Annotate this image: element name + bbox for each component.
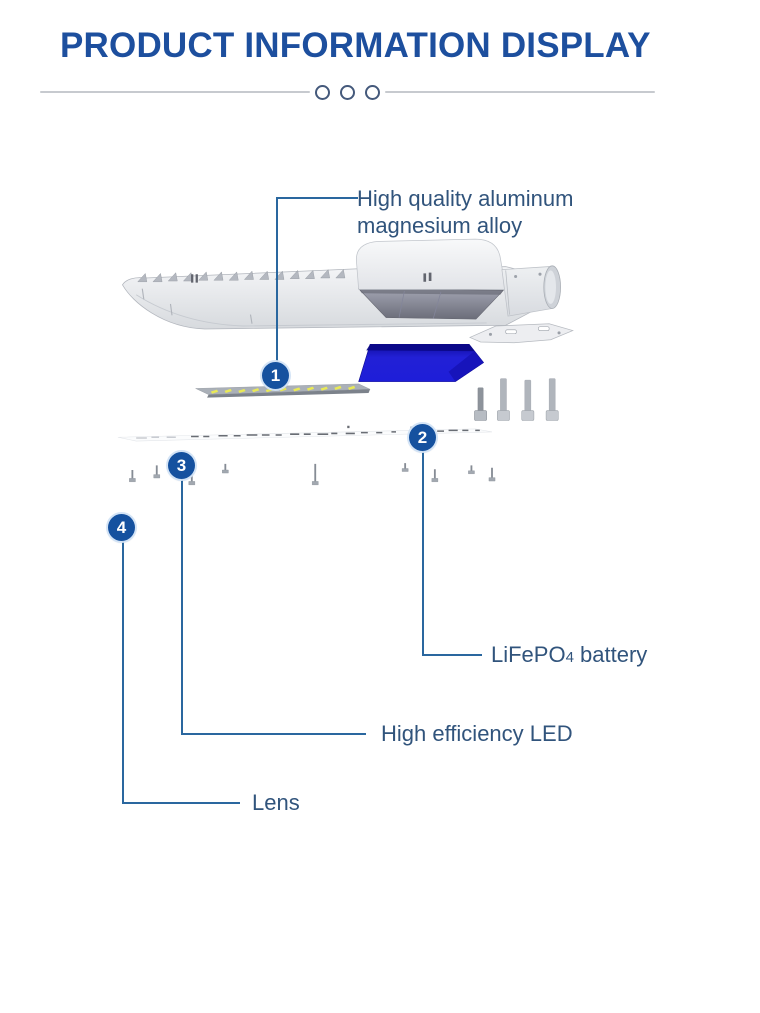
callout-badge-2: 2 bbox=[409, 424, 436, 451]
mounting-bolts bbox=[474, 378, 559, 421]
battery-label-subscript: 4 bbox=[565, 649, 574, 666]
leader-line-1 bbox=[276, 197, 358, 364]
arm-bolt-dot bbox=[538, 272, 542, 276]
small-screw-heads bbox=[129, 468, 496, 486]
led-module-front-edge bbox=[207, 389, 371, 398]
lens-light-marks bbox=[136, 436, 176, 439]
callout-label-aluminum-alloy: High quality aluminum magnesium alloy bbox=[357, 186, 574, 238]
divider-line-left bbox=[40, 91, 310, 93]
housing-bottom-edge bbox=[135, 294, 487, 327]
battery-label-text: LiFePO bbox=[491, 642, 566, 667]
callout-badge-1: 1 bbox=[262, 362, 289, 389]
leader-line-4 bbox=[122, 540, 240, 804]
arm-cylinder-face bbox=[545, 270, 556, 304]
mounting-bracket bbox=[468, 323, 574, 344]
housing-boss-marks bbox=[141, 288, 253, 324]
dome-vent-pair bbox=[423, 272, 432, 282]
battery-top-face bbox=[366, 344, 475, 352]
battery-right-facet bbox=[448, 351, 484, 382]
callout-label-battery: LiFePO4 battery bbox=[491, 641, 647, 671]
lens-dark-marks bbox=[191, 425, 480, 438]
callout-badge-3: 3 bbox=[168, 452, 195, 479]
divider-circle-icon bbox=[340, 84, 355, 100]
header-divider bbox=[40, 84, 655, 100]
fin-stud-pair bbox=[191, 274, 198, 283]
callout-label-lens: Lens bbox=[252, 790, 300, 815]
battery-compartment-cover bbox=[355, 238, 507, 290]
interior-dividers bbox=[398, 290, 442, 319]
leader-line-3 bbox=[181, 478, 366, 735]
divider-line-right bbox=[385, 91, 655, 93]
bracket-hole bbox=[557, 331, 561, 335]
bracket-hole bbox=[488, 332, 492, 336]
exploded-view-illustration bbox=[117, 238, 574, 486]
divider-circle-icon bbox=[365, 84, 380, 100]
arm-bolt-dot bbox=[514, 274, 518, 278]
bracket-slot bbox=[538, 326, 550, 331]
battery-label-text: battery bbox=[573, 642, 648, 667]
divider-circle-icon bbox=[315, 84, 330, 100]
callout-badge-4: 4 bbox=[108, 514, 135, 541]
led-chips bbox=[210, 385, 356, 394]
heat-sink-fins bbox=[137, 269, 346, 282]
leader-line-2 bbox=[422, 451, 482, 656]
interior-top-shadow bbox=[358, 288, 504, 295]
callout-label-led: High efficiency LED bbox=[381, 721, 573, 746]
page-title: PRODUCT INFORMATION DISPLAY bbox=[60, 26, 651, 65]
bracket-slot bbox=[505, 329, 517, 334]
arm-joint-line bbox=[505, 270, 510, 315]
